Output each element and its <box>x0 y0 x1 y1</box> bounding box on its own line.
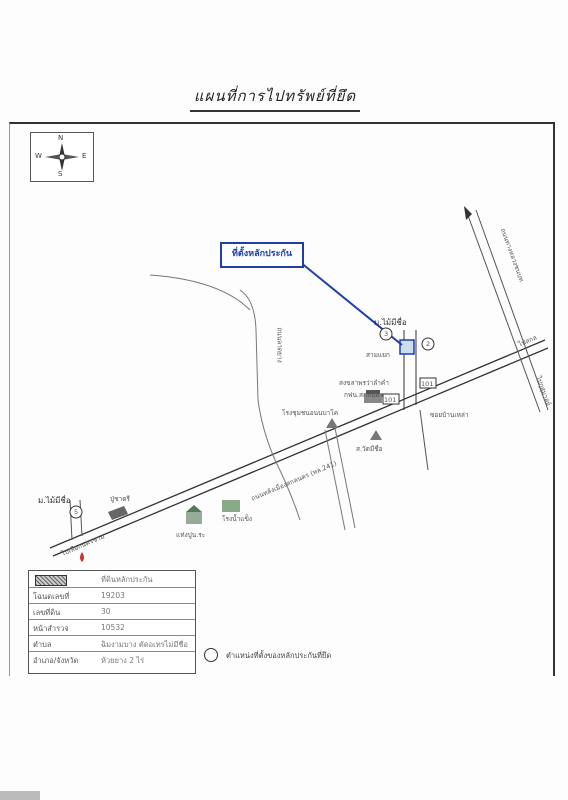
marker-box-b <box>419 377 437 389</box>
marker-circle-c-text: 5 <box>74 508 79 516</box>
collateral-swatch <box>35 575 67 586</box>
legend-key: ตำบล <box>33 640 52 649</box>
legend-key: เลขที่ดิน <box>33 608 61 617</box>
legend-key: โฉนดเลขที่ <box>33 592 70 601</box>
shrine-icon <box>326 418 338 428</box>
marker-box-a-text: 101 <box>384 396 397 404</box>
legend-table: ที่ดินหลักประกัน โฉนดเลขที่ 19203 เลขที่… <box>28 570 196 674</box>
road-main-edge <box>52 347 549 557</box>
road-main <box>49 339 546 549</box>
factory-label: โรงน้ำแข็ง <box>222 515 253 523</box>
legend-value: 30 <box>101 607 111 616</box>
map-title: แผนที่การไปทรัพย์ที่ยึด <box>190 84 360 112</box>
marker-circle-a <box>379 327 393 341</box>
legend-row: หน้าสำรวจ 10532 <box>29 619 195 636</box>
legend-note: ตำแหน่งที่ตั้งของหลักประกันที่ยึด <box>226 651 332 660</box>
map-frame <box>9 122 555 676</box>
gas-station-label: ปู่ชาตรี <box>110 495 130 503</box>
market-label: แท่งปูน.ระ <box>176 531 206 539</box>
marker-circle-a-text: 3 <box>384 330 389 338</box>
road-diagonal-edge <box>475 209 549 411</box>
compass-east: E <box>82 152 87 160</box>
temple-label: ส.วัดมีชื่อ <box>356 445 383 453</box>
legend-row: โฉนดเลขที่ 19203 <box>29 587 195 604</box>
fuel-drop-icon <box>80 552 84 562</box>
legend-header-row: ที่ดินหลักประกัน <box>29 571 195 587</box>
marker-circle-b-text: 2 <box>426 340 431 348</box>
legend-value: ห้วยยาง 2 ไร่ <box>101 656 145 665</box>
marker-box-b-text: 101 <box>421 380 434 388</box>
village-left-label: ม.ไม้มีชื่อ <box>38 496 71 505</box>
marker-box-a <box>382 393 400 405</box>
compass-west: W <box>35 152 42 160</box>
market-icon <box>186 505 202 524</box>
temple-icon <box>370 430 382 440</box>
school-building-icon <box>364 390 382 403</box>
crossroad-label: สามแยก <box>366 351 390 359</box>
legend-key: หน้าสำรวจ <box>33 624 69 633</box>
legend-row: ตำบล ฉิมงามบาง ตัดอเทรไม่มีชื่อ <box>29 635 195 652</box>
arrow-icon <box>464 206 472 220</box>
road-lower-a <box>324 429 346 531</box>
lane-left-village-b <box>79 499 83 537</box>
lane-left-village <box>69 499 73 541</box>
note-circle-icon <box>204 648 218 662</box>
gas-station-icon <box>108 506 128 520</box>
legend-row: อำเภอ/จังหวัด ห้วยยาง 2 ไร่ <box>29 651 195 668</box>
legend-value: 10532 <box>101 623 125 632</box>
road-diagonal <box>465 209 541 413</box>
legend-header: ที่ดินหลักประกัน <box>101 575 153 584</box>
legend-row: เลขที่ดิน 30 <box>29 603 195 620</box>
legend-value: ฉิมงามบาง ตัดอเทรไม่มีชื่อ <box>101 640 188 649</box>
road-lower-b <box>334 427 356 529</box>
shop-b-label: กฟน.สกลนคร <box>344 391 384 399</box>
factory-icon <box>222 500 240 512</box>
legend-value: 19203 <box>101 591 125 600</box>
marker-circle-c <box>69 505 83 519</box>
lane-label: ซอยบ้านเหล่า <box>430 411 469 419</box>
legend-key: อำเภอ/จังหวัด <box>33 656 79 665</box>
road-curve <box>149 274 251 311</box>
shop-a-label: สงขลาพรว่าลำคำ <box>339 379 389 387</box>
village-top-label: ม.ไม้มีชื่อ <box>374 318 407 327</box>
property-marker <box>399 339 415 355</box>
compass: N S W E <box>30 132 94 182</box>
road-vertical-label: ถนนลาดยาง <box>275 327 284 363</box>
collateral-callout: ที่ตั้งหลักประกัน <box>220 242 304 268</box>
compass-south: S <box>58 170 63 178</box>
road-vertical <box>239 289 301 521</box>
lane-lower <box>419 409 429 471</box>
compass-north: N <box>58 134 64 142</box>
compass-rose-icon <box>45 143 79 171</box>
marker-circle-b <box>421 337 435 351</box>
scan-edge <box>0 791 40 800</box>
school-label: โรงชุมชนอนนบาโค <box>282 409 339 417</box>
